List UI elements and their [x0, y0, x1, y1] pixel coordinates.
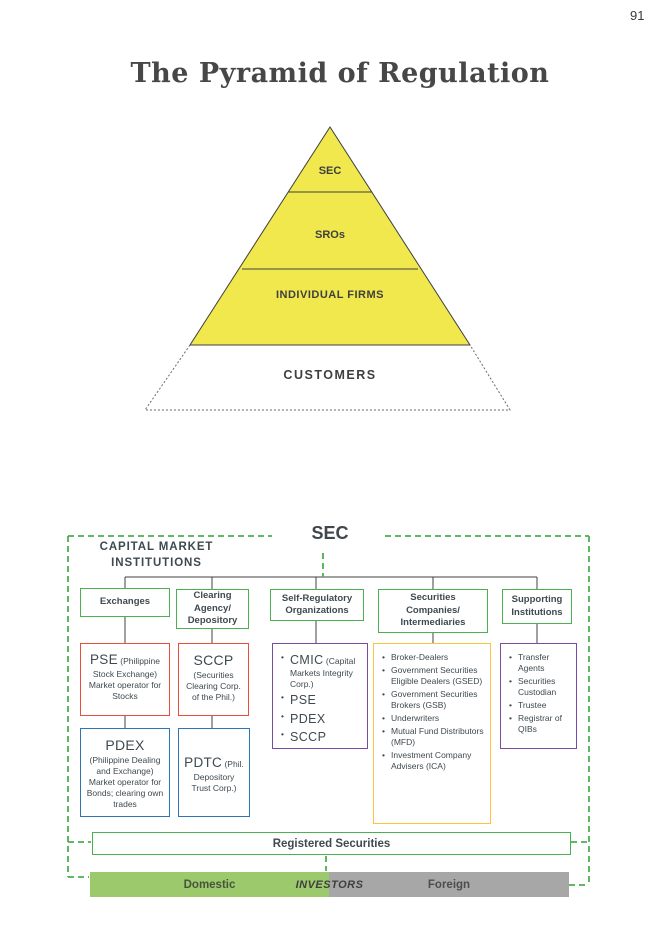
list-item: Government Securities Eligible Dealers (…	[380, 665, 486, 687]
pdex-detail: (Philippine Dealing and Exchange) Market…	[86, 755, 164, 810]
list-item: PDEX	[279, 711, 363, 727]
group-label-line1: CAPITAL MARKET	[99, 541, 214, 553]
list-item: CMIC (Capital Markets Integrity Corp.)	[279, 652, 363, 690]
list-item: Underwriters	[380, 713, 486, 724]
pse-detail: (Philippine Stock Exchange) Market opera…	[88, 656, 162, 701]
list-item: Transfer Agents	[507, 652, 572, 674]
pyramid-layer-customers: CUSTOMERS	[283, 368, 377, 382]
investors-foreign-segment: Foreign	[329, 872, 569, 897]
list-item: Investment Company Advisers (ICA)	[380, 750, 486, 772]
sccp-detail: (Securities Clearing Corp. of the Phil.)	[186, 670, 241, 703]
list-item: Trustee	[507, 700, 572, 711]
pdtc-detail: (Phil. Depository Trust Corp.)	[191, 759, 244, 793]
list-item: Broker-Dealers	[380, 652, 486, 663]
list-item: PSE	[279, 692, 363, 708]
box-supporting-members: Transfer Agents Securities Custodian Tru…	[500, 643, 577, 749]
header-supporting-institutions: Supporting Institutions	[502, 589, 572, 624]
sro-pdex: PDEX	[290, 711, 326, 726]
box-sro-members: CMIC (Capital Markets Integrity Corp.) P…	[272, 643, 368, 749]
pdtc-text: PDTC (Phil. Depository Trust Corp.)	[184, 754, 244, 794]
header-exchanges: Exchanges	[80, 588, 170, 617]
list-item: Mutual Fund Distributors (MFD)	[380, 726, 486, 748]
box-pdex: PDEX (Philippine Dealing and Exchange) M…	[80, 728, 170, 817]
header-clearing-agency-depository: Clearing Agency/ Depository	[176, 589, 249, 629]
page-number: 91	[630, 8, 645, 23]
capital-market-institutions-label: CAPITAL MARKET INSTITUTIONS	[69, 540, 244, 571]
list-item: Securities Custodian	[507, 676, 572, 698]
investors-bar: Domestic Foreign	[90, 872, 569, 897]
list-item: Government Securities Brokers (GSB)	[380, 689, 486, 711]
pdex-acronym: PDEX	[105, 737, 145, 753]
list-item: SCCP	[279, 729, 363, 745]
pyramid-layer-sec: SEC	[318, 165, 342, 177]
cmic-detail: (Capital Markets Integrity Corp.)	[290, 656, 356, 690]
investors-domestic-segment: Domestic	[90, 872, 329, 897]
pdtc-acronym: PDTC	[184, 755, 223, 771]
box-pse: PSE (Philippine Stock Exchange) Market o…	[80, 643, 170, 716]
pyramid-layer-sros: SROs	[315, 229, 345, 241]
pyramid-layer-individual-firms: INDIVIDUAL FIRMS	[275, 289, 385, 301]
sro-sccp: SCCP	[290, 729, 327, 744]
page-title: The Pyramid of Regulation	[130, 58, 550, 89]
pyramid-shape	[144, 126, 511, 411]
header-securities-companies-intermediaries: Securities Companies/ Intermediaries	[378, 589, 488, 633]
group-label-line2: INSTITUTIONS	[111, 556, 202, 569]
sro-pse: PSE	[290, 693, 317, 708]
box-pdtc: PDTC (Phil. Depository Trust Corp.)	[178, 728, 250, 817]
pse-acronym: PSE	[90, 652, 118, 667]
sccp-acronym: SCCP	[193, 652, 234, 668]
dashed-frame	[67, 535, 590, 886]
box-intermediaries: Broker-Dealers Government Securities Eli…	[373, 643, 491, 824]
header-self-regulatory-organizations: Self-Regulatory Organizations	[270, 589, 364, 621]
org-connectors	[124, 576, 538, 728]
box-sccp: SCCP (Securities Clearing Corp. of the P…	[178, 643, 249, 716]
cmic-acronym: CMIC	[290, 653, 324, 667]
registered-securities-box: Registered Securities	[92, 832, 571, 855]
list-item: Registrar of QIBs	[507, 713, 572, 735]
sec-heading: SEC	[311, 523, 349, 543]
